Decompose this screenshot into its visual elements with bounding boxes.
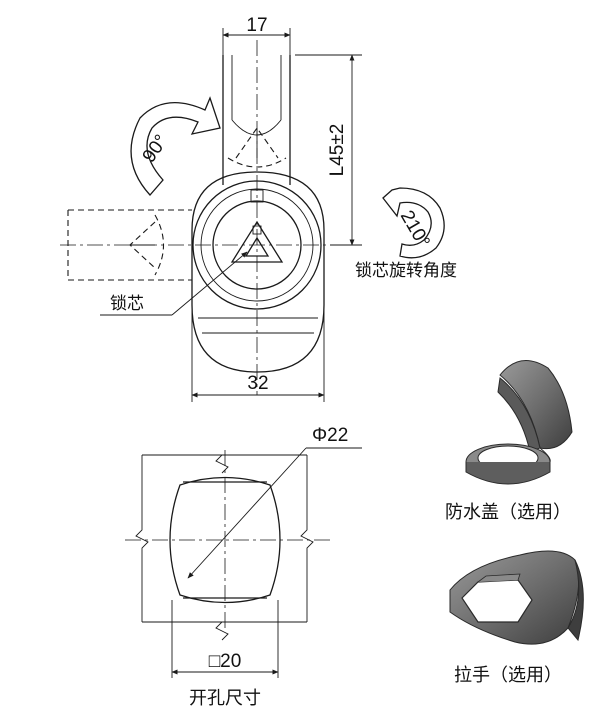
lock-core-label: 锁芯 — [110, 294, 144, 314]
shaft-inner — [231, 55, 282, 120]
dim-length: L45±2 — [295, 54, 362, 246]
cutout-shape — [169, 476, 281, 604]
panel-break-left — [135, 455, 149, 622]
shaft-cone — [227, 127, 287, 168]
diameter-text: Φ22 — [312, 425, 348, 446]
panel-bottom — [142, 621, 307, 641]
pull-handle-illustration — [449, 550, 584, 645]
dim-32-text: 32 — [247, 373, 268, 394]
dim-length-text: L45±2 — [327, 124, 348, 177]
dim-17-text: 17 — [246, 15, 267, 36]
pull-handle-label: 拉手（选用） — [454, 665, 562, 686]
dim-top-width: 17 — [222, 15, 291, 55]
waterproof-cover-illustration — [465, 360, 573, 485]
waterproof-cover-label: 防水盖（选用） — [445, 502, 571, 523]
body-lip — [198, 317, 318, 334]
lock-front-view — [60, 40, 345, 395]
cutout-size-label: 开孔尺寸 — [189, 688, 261, 709]
panel-top — [142, 454, 307, 474]
shaft-outline — [222, 55, 291, 185]
dim-bottom-width: 32 — [191, 305, 325, 402]
rotation-arrow-210: 210° — [382, 187, 445, 259]
rotation-arrow-90: 90° — [130, 96, 221, 196]
panel-break-right — [300, 455, 314, 622]
square-text: □20 — [209, 651, 242, 672]
shaft-curve — [231, 119, 282, 136]
lock-core-leader: 锁芯 — [100, 251, 248, 316]
cutout-view: Φ22 — [125, 425, 362, 641]
dim-square: □20 — [171, 600, 279, 678]
rotation-angle-label: 锁芯旋转角度 — [355, 261, 457, 281]
